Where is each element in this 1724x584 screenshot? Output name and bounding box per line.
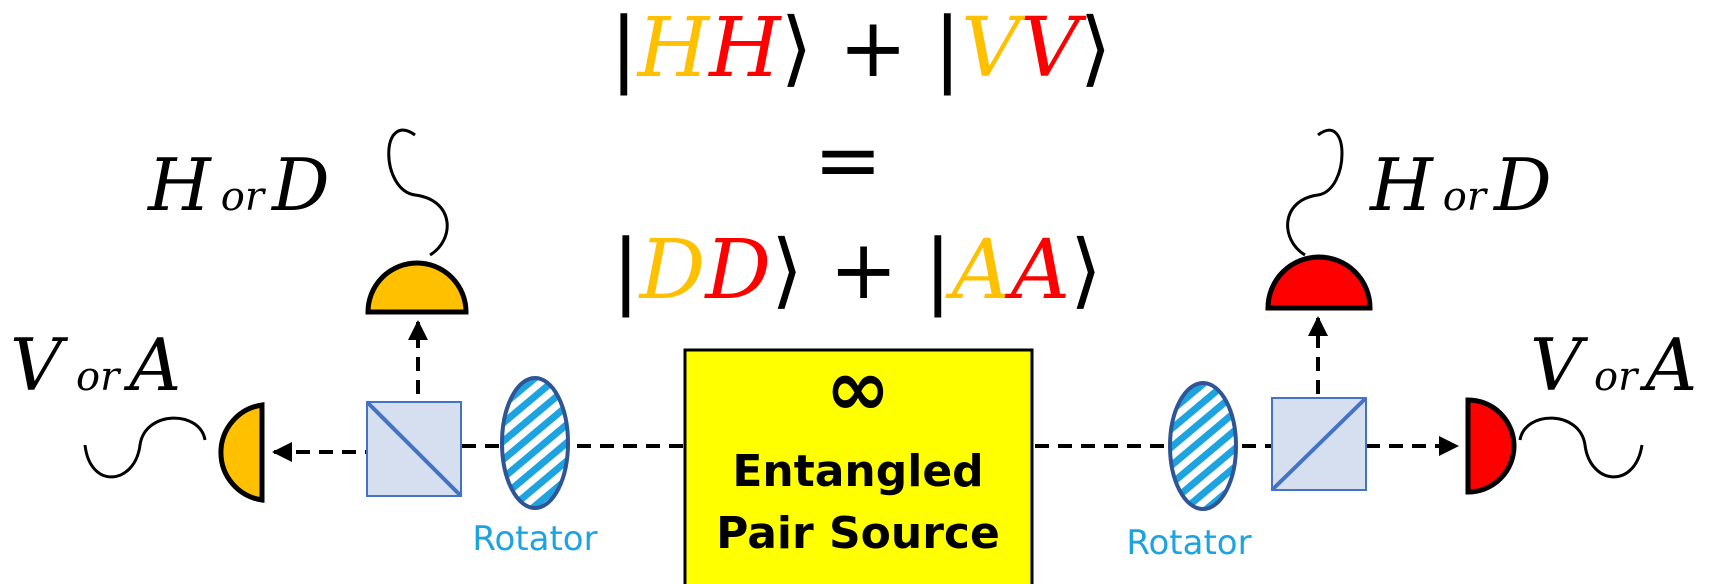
fiber-right-top	[1286, 128, 1344, 257]
source-label-line1: Entangled	[732, 446, 983, 497]
fiber-right-side	[1518, 416, 1644, 479]
fiber-left-side	[83, 416, 207, 479]
detector-left-top	[365, 260, 469, 315]
equation-bottom: |DD⟩ + |AA⟩	[612, 223, 1102, 318]
state-equation: |HH⟩ + |VV⟩ = |DD⟩ + |AA⟩	[610, 1, 1112, 318]
infinity-icon: ∞	[826, 344, 891, 434]
equals-sign: =	[814, 113, 883, 208]
rotator-right	[1168, 381, 1238, 511]
equation-top: |HH⟩ + |VV⟩	[610, 1, 1112, 96]
beam-splitter-right	[1270, 396, 1368, 492]
entangled-pair-source	[683, 348, 1034, 584]
fiber-left-top	[387, 128, 449, 257]
rotator-left-label: Rotator	[472, 519, 597, 559]
rotator-right-label: Rotator	[1126, 523, 1251, 563]
detector-left-side	[218, 402, 265, 503]
detector-right-side	[1465, 397, 1517, 495]
source-label-line2: Pair Source	[716, 508, 1000, 559]
beam-splitter-left	[365, 400, 463, 498]
detector-right-top	[1265, 254, 1373, 311]
rotator-left	[500, 376, 570, 510]
